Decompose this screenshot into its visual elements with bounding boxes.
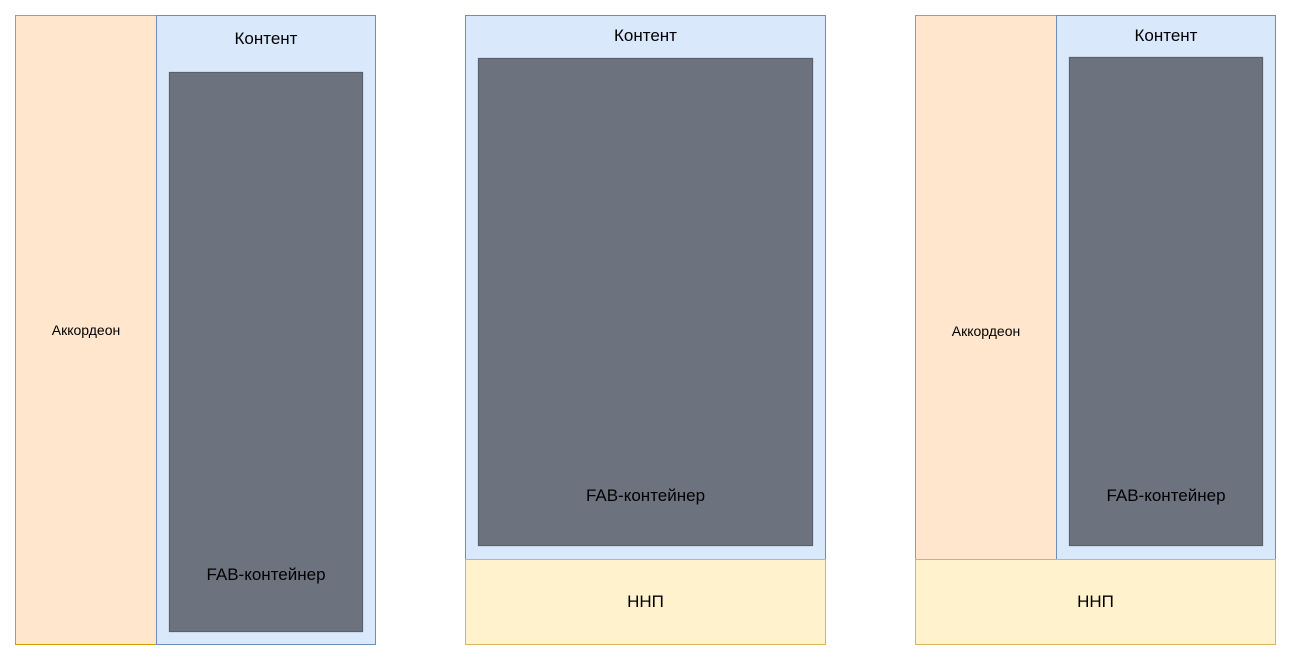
layout2-nnp-label: ННП xyxy=(627,592,664,611)
layout2-fab-container: FAB-контейнер xyxy=(478,58,813,546)
layout2-nnp-panel: ННП xyxy=(465,559,826,645)
layout3-accordion-panel: Аккордеон xyxy=(915,15,1057,560)
layout3-nnp-panel: ННП xyxy=(915,559,1276,645)
layout3-fab-label: FAB-контейнер xyxy=(1106,486,1226,505)
layout3-content-label: Контент xyxy=(1134,26,1198,45)
layout2-content-label: Контент xyxy=(614,26,677,45)
layout3-accordion-label: Аккордеон xyxy=(951,323,1021,339)
layout1-accordion-panel: Аккордеон xyxy=(15,15,157,645)
layout1-fab-container: FAB-контейнер xyxy=(169,72,363,632)
layout2-fab-label: FAB-контейнер xyxy=(585,486,706,505)
layout1-content-label: Контент xyxy=(234,29,298,48)
layout3-fab-container: FAB-контейнер xyxy=(1069,57,1263,546)
layout1-fab-label: FAB-контейнер xyxy=(206,565,326,584)
layout3-nnp-label: ННП xyxy=(1077,592,1114,611)
layout1-accordion-label: Аккордеон xyxy=(51,322,121,338)
